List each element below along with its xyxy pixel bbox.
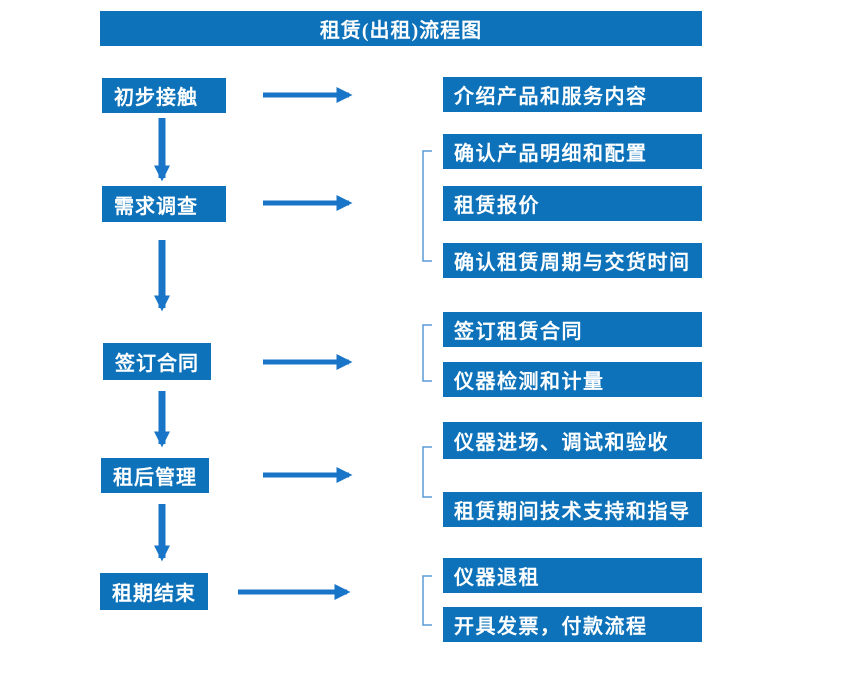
- output-box: 开具发票，付款流程: [443, 607, 702, 642]
- output-box: 租赁期间技术支持和指导: [443, 492, 702, 527]
- output-box: 介绍产品和服务内容: [443, 77, 702, 112]
- output-box: 仪器退租: [443, 558, 702, 593]
- output-box: 仪器进场、调试和验收: [443, 422, 702, 459]
- stage-box-demand-survey: 需求调查: [102, 186, 226, 222]
- bracket-sign-contract-outputs: [422, 324, 432, 382]
- stage-box-initial-contact: 初步接触: [102, 78, 226, 113]
- bracket-demand-survey-outputs: [422, 150, 432, 262]
- stage-box-rental-end: 租期结束: [100, 573, 208, 610]
- output-box: 租赁报价: [443, 186, 702, 221]
- output-box: 签订租赁合同: [443, 312, 702, 347]
- bracket-rental-end-outputs: [422, 575, 432, 626]
- output-box: 确认租赁周期与交货时间: [443, 243, 702, 278]
- title-banner: 租赁(出租)流程图: [100, 11, 702, 46]
- stage-box-post-rental-management: 租后管理: [101, 458, 209, 493]
- bracket-post-rental-outputs: [422, 446, 432, 498]
- output-box: 确认产品明细和配置: [443, 134, 702, 169]
- stage-box-sign-contract: 签订合同: [103, 343, 211, 380]
- output-box: 仪器检测和计量: [443, 362, 702, 397]
